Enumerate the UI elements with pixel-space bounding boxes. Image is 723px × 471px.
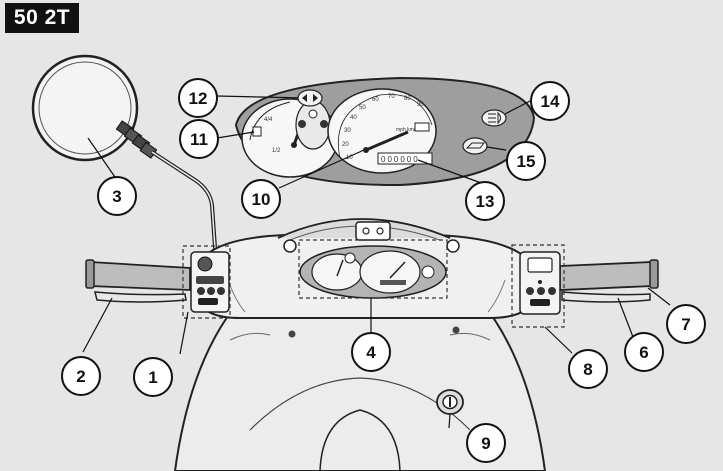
callout-12-label: 12 [189,89,208,108]
speedo-tick-60: 60 [372,97,379,103]
left-controls-outline [182,245,231,319]
speedo-tick-40: 40 [350,115,357,121]
callout-9-label: 9 [481,434,490,453]
speedo-tick-30: 30 [344,128,351,134]
left-switch-block [190,251,230,313]
fuel-scale-half: 1/2 [272,148,281,154]
leader-lines [82,95,671,429]
fuel-scale-full: 4/4 [264,117,273,123]
right-switch-block [519,251,561,315]
callout-1: 1 [133,357,173,397]
model-badge: 50 2T [5,3,79,33]
speedo-unit: mph km/h [396,127,418,133]
speedo-tick-10: 10 [346,155,353,161]
callout-11-label: 11 [190,130,208,149]
callout-15: 15 [506,141,546,181]
callout-15-label: 15 [517,152,536,171]
callout-6: 6 [624,332,664,372]
right-grip [559,259,659,303]
callout-2: 2 [61,356,101,396]
left-grip [85,259,191,303]
odometer-window [377,152,433,165]
dashboard-outline [298,239,448,299]
left-brake-lever [94,291,187,303]
callout-7: 7 [666,304,706,344]
callout-11: 11 [179,119,219,159]
dashboard-small [299,245,447,299]
callout-13-label: 13 [476,192,495,211]
speedo-tick-20: 20 [342,142,349,148]
callout-8: 8 [568,349,608,389]
callout-4: 4 [351,332,391,372]
callout-2-label: 2 [76,367,85,386]
speedo-tick-90: 90 [417,102,424,108]
speedometer: 10 20 30 40 50 60 70 80 90 mph km/h 0000… [327,88,437,174]
callout-6-label: 6 [639,343,648,362]
callout-14-label: 14 [541,92,560,111]
warning-lamp-cluster [295,100,331,150]
callout-1-label: 1 [148,368,157,387]
speedo-tick-80: 80 [404,96,411,102]
rear-view-mirror [31,54,218,263]
instrument-panel-enlarged: 4/4 1/2 10 20 30 40 50 60 70 80 90 [234,76,536,187]
callout-14: 14 [530,81,570,121]
turn-indicator-lamp [297,89,323,107]
callout-7-label: 7 [681,315,690,334]
right-controls-outline [511,244,565,328]
callout-10: 10 [241,179,281,219]
callout-13: 13 [465,181,505,221]
callout-12: 12 [178,78,218,118]
callout-3: 3 [97,176,137,216]
right-brake-lever [561,291,651,303]
callout-10-label: 10 [252,190,271,209]
odometer-digits: 000000 [381,155,420,164]
speedo-tick-70: 70 [388,94,395,100]
oil-warning-lamp [462,137,488,155]
callout-8-label: 8 [583,360,592,379]
callout-3-label: 3 [112,187,121,206]
callout-9: 9 [466,423,506,463]
callout-4-label: 4 [366,343,376,362]
ignition-lock [436,389,464,415]
speedo-tick-50: 50 [359,105,366,111]
headlight-indicator-lamp [481,109,507,127]
